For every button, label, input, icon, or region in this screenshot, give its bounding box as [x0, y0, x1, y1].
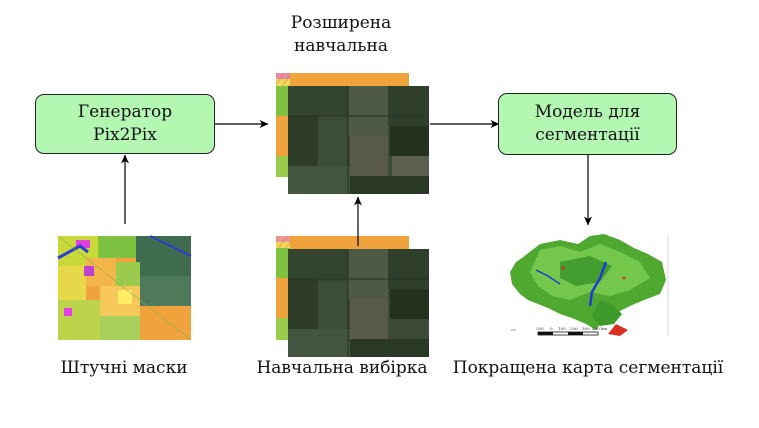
generator-line1: Генератор — [77, 102, 173, 122]
map-scale-tick: 200 — [536, 326, 544, 331]
training-set-label: Навчальна вибірка — [256, 358, 428, 378]
training-satellite-image — [288, 249, 429, 357]
segmentation-model-box: Модель для сегментації — [498, 93, 677, 155]
map-scale-tick: 100 — [558, 326, 566, 331]
synthetic-mask-image — [57, 235, 192, 341]
map-scale-tick: 200 — [570, 326, 578, 331]
augmented-label-line1: Розширена — [290, 13, 392, 33]
map-scale-tick: 400 km — [592, 326, 607, 331]
model-line1: Модель для — [534, 102, 641, 122]
model-line2: сегментації — [535, 125, 640, 145]
masks-label: Штучні маски — [60, 358, 188, 378]
map-scale-tick: 300 — [582, 326, 590, 331]
augmented-satellite-image — [288, 86, 429, 194]
augmented-label-line2: навчальна — [294, 36, 388, 56]
augmented-set-label: Розширена навчальна — [282, 12, 400, 58]
map-scale-tick: 0 — [550, 326, 553, 331]
generator-box: Генератор Pix2Pix — [35, 94, 215, 154]
segmentation-map-image: 200 0 100 200 300 400 km — [510, 234, 669, 336]
improved-map-label: Покращена карта сегментації — [452, 358, 724, 378]
generator-line2: Pix2Pix — [93, 125, 157, 145]
